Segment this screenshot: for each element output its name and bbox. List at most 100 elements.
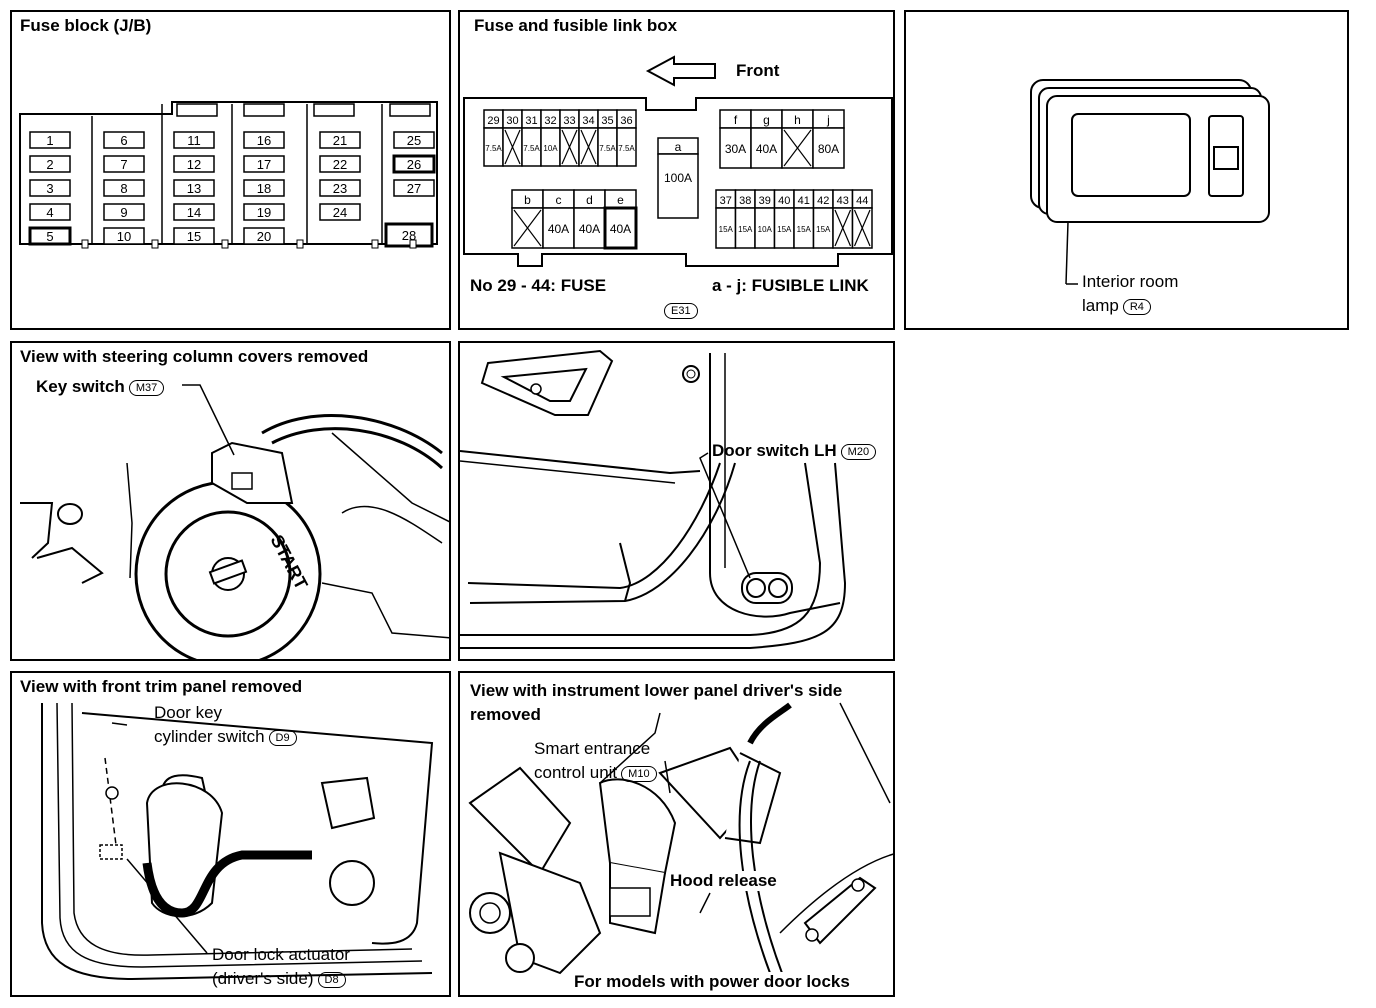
fuse-number: 37 bbox=[720, 195, 732, 207]
fuse-slot bbox=[384, 222, 434, 248]
connector-e31-badge: E31 bbox=[664, 302, 698, 319]
fuse-rating: 15A bbox=[777, 225, 792, 234]
connector-m37: M37 bbox=[128, 379, 165, 396]
link-box-title: Fuse and fusible link box bbox=[474, 16, 678, 35]
fuse-slot bbox=[243, 227, 285, 245]
door-key-cylinder-label-1: Door key bbox=[154, 703, 223, 722]
fuse-slot bbox=[29, 155, 71, 173]
fuse-number: 28 bbox=[402, 228, 416, 243]
fuse-number: 17 bbox=[257, 157, 271, 172]
fuse-number: 7 bbox=[120, 157, 127, 172]
fuse-number: 27 bbox=[407, 181, 421, 196]
fuse-rating: 15A bbox=[816, 225, 831, 234]
smart-entrance-label-1: Smart entrance bbox=[534, 739, 651, 758]
fuse-number: 8 bbox=[120, 181, 127, 196]
key-switch-text: Key switch bbox=[36, 377, 125, 396]
fuse-number: 11 bbox=[187, 133, 201, 148]
fuse-rating: 15A bbox=[797, 225, 812, 234]
fuse-rating: 10A bbox=[543, 144, 558, 153]
fuse-number: 18 bbox=[257, 181, 271, 196]
fuse-number: 42 bbox=[817, 195, 829, 207]
link-letter: d bbox=[586, 193, 593, 207]
fuse-block-outline bbox=[19, 101, 438, 245]
fuse-number: 44 bbox=[856, 195, 868, 207]
fuse-slot bbox=[616, 127, 637, 167]
fuse-number: 31 bbox=[525, 115, 537, 127]
link-letter: a bbox=[675, 140, 682, 154]
fuse-slot bbox=[243, 203, 285, 221]
fuse-slot bbox=[173, 131, 215, 149]
link-rating: 30A bbox=[725, 142, 746, 156]
fuse-number: 4 bbox=[46, 205, 53, 220]
fuse-number: 12 bbox=[187, 157, 201, 172]
fuse-rating: 7.5A bbox=[618, 144, 635, 153]
fuse-number: 22 bbox=[333, 157, 347, 172]
fuse-number: 35 bbox=[601, 115, 613, 127]
front-label: Front bbox=[736, 61, 780, 80]
fuse-slot bbox=[103, 131, 145, 149]
fuse-slot bbox=[173, 155, 215, 173]
link-rating: 40A bbox=[756, 142, 777, 156]
fuse-slot bbox=[103, 155, 145, 173]
link-slot bbox=[750, 127, 783, 169]
power-door-locks-footer: For models with power door locks bbox=[574, 972, 850, 992]
door-switch-text: Door switch LH bbox=[712, 441, 837, 460]
link-letter: h bbox=[794, 113, 801, 127]
front-arrow-icon bbox=[645, 55, 716, 87]
legend-fuse: No 29 - 44: FUSE bbox=[470, 276, 607, 295]
fuse-slot bbox=[319, 203, 361, 221]
fuse-slot bbox=[103, 179, 145, 197]
connector-d8: D8 bbox=[317, 971, 346, 988]
link-slot bbox=[542, 207, 575, 249]
fuse-slot bbox=[103, 227, 145, 245]
link-slot bbox=[573, 207, 606, 249]
front-trim-panel: View with front trim panel removed Door … bbox=[10, 671, 451, 997]
link-letter: c bbox=[556, 193, 562, 207]
fuse-slot bbox=[29, 203, 71, 221]
fuse-number: 9 bbox=[120, 205, 127, 220]
fuse-number: 39 bbox=[759, 195, 771, 207]
connector-r4: R4 bbox=[1122, 298, 1151, 315]
fuse-slot bbox=[319, 155, 361, 173]
fuse-slot bbox=[319, 179, 361, 197]
fuse-rating: 7.5A bbox=[485, 144, 502, 153]
fuse-number: 3 bbox=[46, 181, 53, 196]
fuse-number: 30 bbox=[506, 115, 518, 127]
connector-e31: E31 bbox=[660, 300, 698, 320]
fuse-number: 38 bbox=[739, 195, 751, 207]
fuse-number: 25 bbox=[407, 133, 421, 148]
link-rating: 100A bbox=[664, 171, 692, 185]
link-rating: 40A bbox=[610, 222, 631, 236]
link-letter: f bbox=[734, 113, 738, 127]
fuse-number: 43 bbox=[837, 195, 849, 207]
fuse-rating: 10A bbox=[758, 225, 773, 234]
link-slot bbox=[603, 206, 638, 250]
fuse-rating: 15A bbox=[738, 225, 753, 234]
fuse-slot bbox=[173, 203, 215, 221]
fuse-slot bbox=[392, 154, 436, 174]
door-lock-actuator-text: (driver's side) bbox=[212, 969, 314, 988]
fuse-slot bbox=[28, 226, 72, 246]
door-lock-actuator-label-1: Door lock actuator bbox=[212, 945, 350, 964]
fuse-number: 32 bbox=[544, 115, 556, 127]
fuse-slot bbox=[243, 155, 285, 173]
steering-column-panel: View with steering column covers removed… bbox=[10, 341, 451, 661]
connector-d9: D9 bbox=[268, 729, 297, 746]
fuse-number: 19 bbox=[257, 205, 271, 220]
fuse-block-title: Fuse block (J/B) bbox=[20, 16, 152, 35]
fuse-number: 15 bbox=[187, 229, 201, 244]
fuse-number: 20 bbox=[257, 229, 271, 244]
fuse-number: 34 bbox=[582, 115, 594, 127]
instrument-title-2: removed bbox=[470, 705, 541, 724]
fuse-number: 21 bbox=[333, 133, 347, 148]
link-slot bbox=[657, 153, 699, 219]
fuse-number: 36 bbox=[620, 115, 632, 127]
